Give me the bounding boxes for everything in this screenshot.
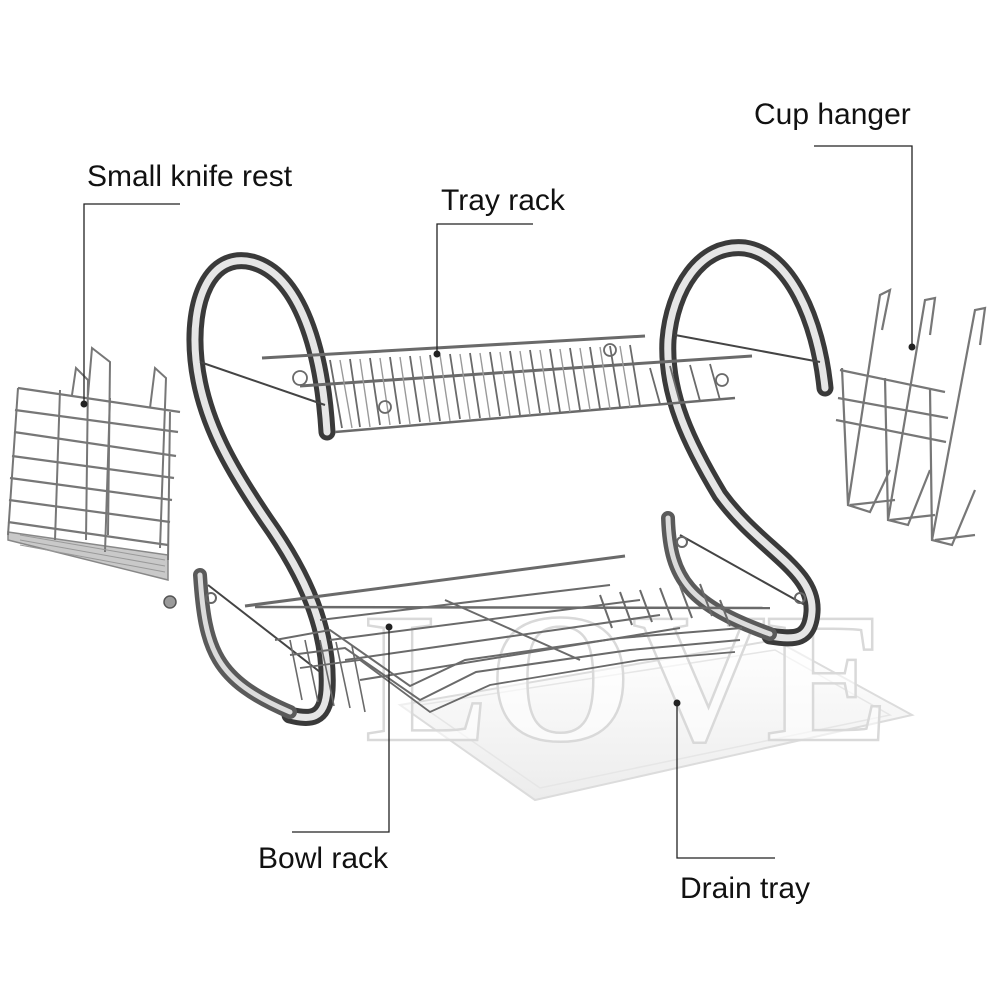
right-frame [659, 239, 834, 647]
drain-tray [397, 638, 915, 802]
screw [163, 595, 177, 609]
knife-rest-basket [7, 346, 181, 581]
callout-leaders [80, 145, 916, 859]
bowl-rack [244, 554, 771, 714]
label-cup-hanger: Cup hanger [754, 98, 911, 131]
cup-hanger [835, 288, 987, 547]
label-drain-tray: Drain tray [680, 872, 811, 905]
label-tray-rack: Tray rack [441, 184, 565, 217]
label-bowl-rack: Bowl rack [258, 842, 389, 875]
tray-rack [261, 334, 753, 434]
label-small-knife-rest: Small knife rest [87, 160, 293, 193]
left-frame [186, 252, 336, 726]
